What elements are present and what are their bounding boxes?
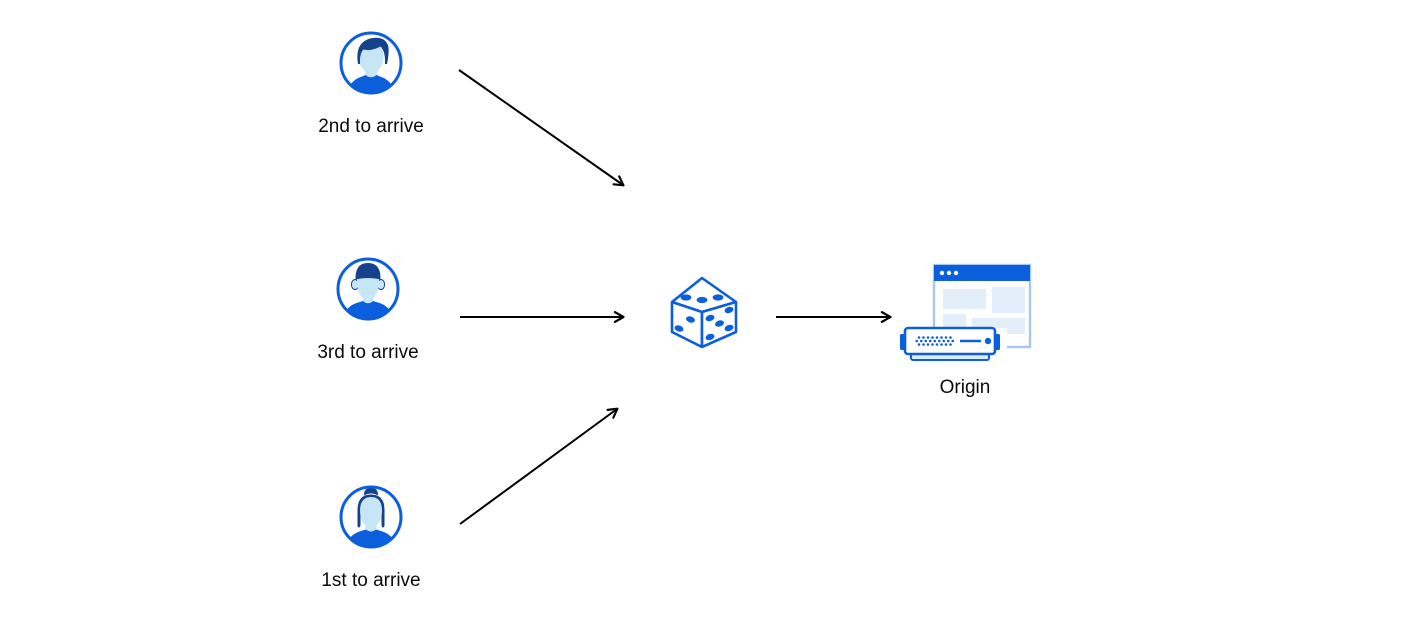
origin-server-browser-icon — [897, 263, 1032, 364]
client-label-1st: 1st to arrive — [321, 570, 421, 591]
origin-label: Origin — [939, 377, 991, 398]
server-appliance — [897, 326, 1007, 364]
avatar-hair — [355, 263, 381, 280]
avatar-3rd-to-arrive-icon — [336, 257, 400, 321]
dice-node — [666, 274, 738, 348]
client-label-2nd: 2nd to arrive — [318, 116, 424, 137]
avatar-2nd-to-arrive-icon — [339, 31, 403, 95]
server-led-dot — [984, 337, 992, 345]
avatar-ring — [336, 257, 400, 321]
arrow-2nd-to-dice — [458, 69, 625, 187]
avatar-ring — [339, 485, 403, 549]
arrow-1st-to-dice — [459, 407, 619, 525]
server-vent-dots — [915, 336, 955, 346]
dice-pips — [674, 294, 734, 341]
avatar-hair — [357, 37, 389, 64]
client-node-3rd: 3rd to arrive — [298, 256, 438, 364]
avatar-1st-to-arrive-icon — [339, 485, 403, 549]
client-label-3rd: 3rd to arrive — [317, 342, 419, 363]
avatar-ring — [339, 31, 403, 95]
client-node-2nd: 2nd to arrive — [301, 30, 441, 138]
avatar-face — [360, 497, 382, 529]
client-node-1st: 1st to arrive — [301, 484, 441, 592]
avatar-hair-bun — [363, 488, 379, 496]
server-body — [903, 326, 997, 356]
origin-node: Origin — [893, 258, 1037, 399]
dice-icon — [670, 276, 738, 348]
browser-title-bar — [934, 265, 1030, 281]
